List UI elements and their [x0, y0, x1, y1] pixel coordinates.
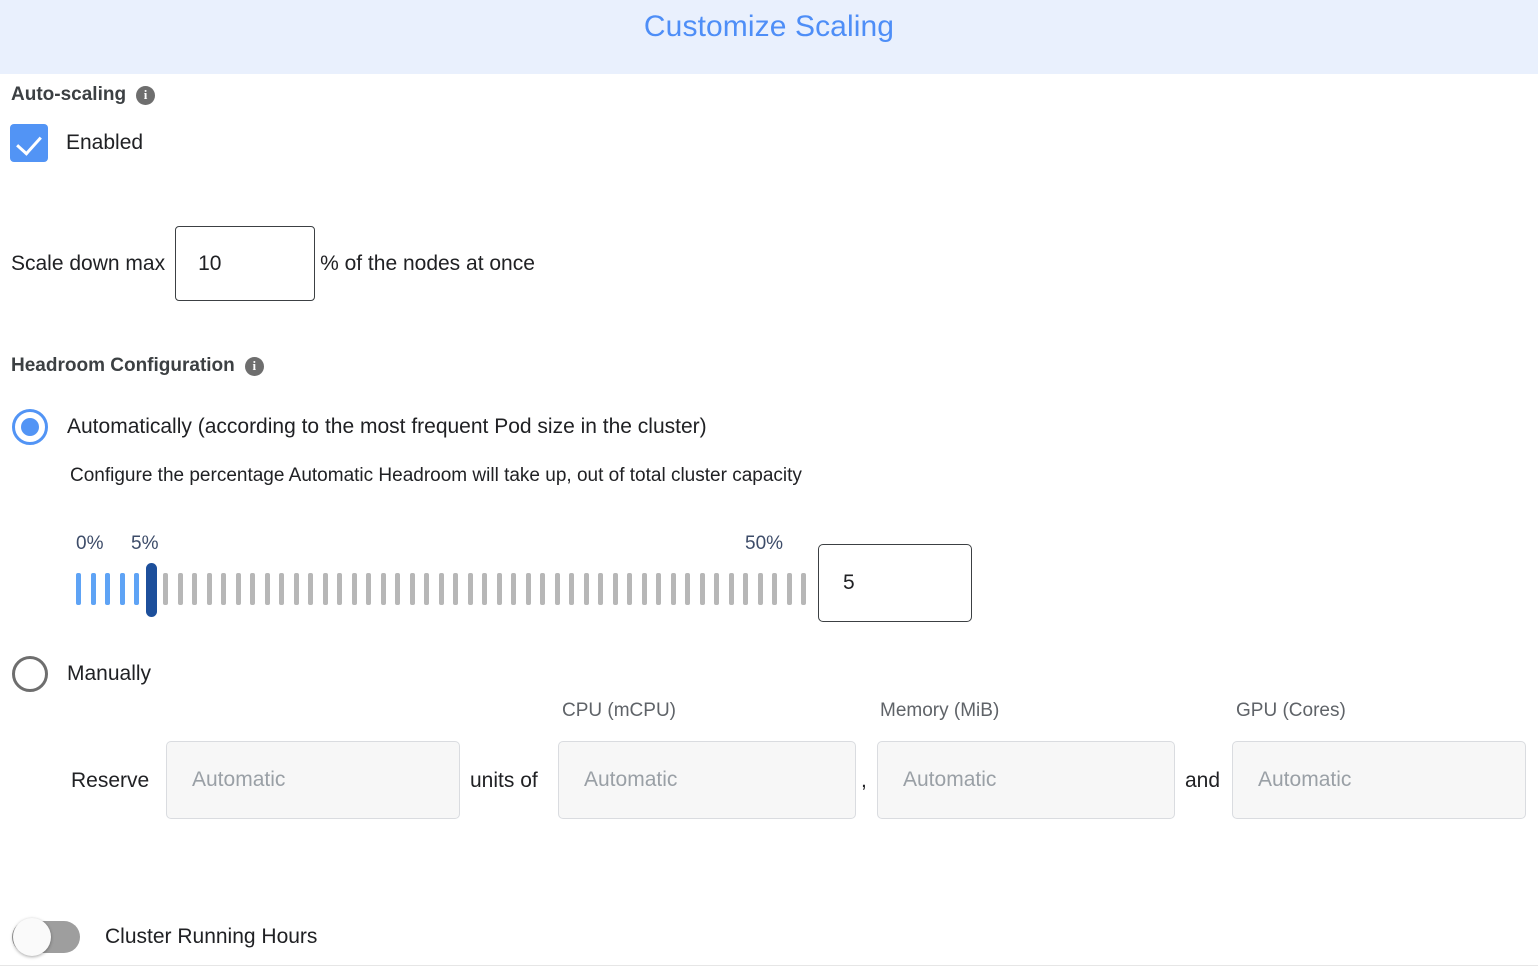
slider-tick[interactable] — [409, 573, 415, 605]
slider-tick[interactable] — [772, 573, 777, 605]
slider-tick[interactable] — [134, 573, 139, 605]
headroom-option-manually[interactable]: Manually — [12, 656, 151, 692]
slider-tick[interactable] — [322, 573, 328, 605]
slider-tick[interactable] — [714, 573, 719, 605]
info-icon[interactable]: i — [136, 85, 156, 105]
slider-tick[interactable] — [177, 573, 183, 605]
headroom-option-automatically[interactable]: Automatically (according to the most fre… — [12, 409, 707, 445]
slider-tick[interactable] — [743, 573, 748, 605]
slider-tick[interactable] — [757, 573, 763, 605]
reserve-units-input[interactable]: Automatic — [166, 741, 460, 819]
toggle-knob — [13, 918, 51, 956]
slider-tick[interactable] — [786, 573, 792, 605]
slider-tick[interactable] — [583, 573, 589, 605]
headroom-automatically-description: Configure the percentage Automatic Headr… — [70, 465, 802, 486]
scale-down-max-input[interactable]: 10 — [175, 226, 316, 301]
slider-tick[interactable] — [90, 573, 96, 605]
page-title: Customize Scaling — [643, 10, 895, 43]
slider-tick[interactable] — [453, 573, 458, 605]
slider-tick[interactable] — [351, 573, 357, 605]
slider-tick[interactable] — [467, 573, 473, 605]
memory-column-label: Memory (MiB) — [880, 700, 1000, 721]
slider-tick[interactable] — [685, 573, 690, 605]
slider-max-label: 50% — [745, 533, 784, 554]
info-icon[interactable]: i — [244, 356, 264, 376]
slider-tick[interactable] — [641, 573, 647, 605]
slider-tick[interactable] — [511, 573, 516, 605]
slider-tick[interactable] — [264, 573, 270, 605]
slider-tick[interactable] — [163, 573, 168, 605]
cluster-running-hours-label: Cluster Running Hours — [105, 925, 318, 948]
auto-scaling-enabled-checkbox[interactable] — [10, 124, 48, 162]
slider-tick[interactable] — [525, 573, 531, 605]
auto-scaling-label: Auto-scaling — [11, 84, 127, 105]
slider-tick[interactable] — [206, 573, 212, 605]
scale-down-max-label: Scale down max — [11, 251, 166, 275]
cluster-running-hours-row[interactable]: Cluster Running Hours — [12, 918, 318, 956]
slider-tick[interactable] — [670, 573, 676, 605]
slider-tick[interactable] — [221, 573, 226, 605]
gpu-column-label: GPU (Cores) — [1236, 700, 1346, 721]
slider-tick[interactable] — [612, 573, 618, 605]
scale-down-max-suffix: % of the nodes at once — [320, 251, 535, 275]
slider-tick[interactable] — [366, 573, 371, 605]
slider-tick[interactable] — [482, 573, 487, 605]
slider-tick[interactable] — [598, 573, 603, 605]
bottom-divider — [0, 965, 1538, 966]
radio-automatically-label: Automatically (according to the most fre… — [67, 415, 707, 438]
slider-tick[interactable] — [656, 573, 661, 605]
slider-tick[interactable] — [699, 573, 705, 605]
and-label: and — [1185, 769, 1221, 792]
dialog-header: Customize Scaling — [0, 0, 1538, 74]
units-of-label: units of — [470, 769, 538, 792]
slider-tick[interactable] — [76, 573, 81, 605]
radio-manually-label: Manually — [67, 662, 152, 685]
reserve-gpu-input[interactable]: Automatic — [1232, 741, 1526, 819]
slider-tick[interactable] — [496, 573, 502, 605]
slider-thumb[interactable] — [145, 563, 157, 617]
slider-tick[interactable] — [119, 573, 125, 605]
headroom-percentage-input[interactable]: 5 — [818, 544, 972, 622]
slider-current-label: 5% — [131, 533, 159, 554]
slider-tick[interactable] — [192, 573, 197, 605]
slider-tick[interactable] — [395, 573, 400, 605]
slider-tick[interactable] — [424, 573, 429, 605]
slider-tick[interactable] — [337, 573, 342, 605]
auto-scaling-enabled-label: Enabled — [66, 131, 144, 154]
slider-tick[interactable] — [438, 573, 444, 605]
slider-min-label: 0% — [76, 533, 104, 554]
slider-tick[interactable] — [235, 573, 241, 605]
radio-manually[interactable] — [12, 656, 48, 692]
slider-tick[interactable] — [627, 573, 632, 605]
slider-track[interactable] — [76, 563, 806, 617]
headroom-percentage-slider[interactable]: 0% 5% 50% — [76, 533, 806, 617]
scale-down-max-row: Scale down max 10 % of the nodes at once — [11, 226, 535, 301]
comma-separator: , — [861, 769, 867, 792]
slider-tick[interactable] — [540, 573, 545, 605]
reserve-memory-input[interactable]: Automatic — [877, 741, 1175, 819]
headroom-configuration-section-header: Headroom Configuration i — [11, 355, 264, 377]
slider-tick[interactable] — [250, 573, 255, 605]
slider-tick[interactable] — [308, 573, 313, 605]
slider-tick[interactable] — [569, 573, 574, 605]
slider-tick[interactable] — [380, 573, 386, 605]
radio-automatically[interactable] — [12, 409, 48, 445]
slider-tick[interactable] — [279, 573, 284, 605]
slider-labels: 0% 5% 50% — [76, 533, 806, 561]
reserve-cpu-input[interactable]: Automatic — [558, 741, 856, 819]
slider-tick[interactable] — [801, 573, 806, 605]
cpu-column-label: CPU (mCPU) — [562, 700, 676, 721]
slider-tick[interactable] — [105, 573, 110, 605]
reserve-label: Reserve — [71, 769, 150, 792]
auto-scaling-enabled-row[interactable]: Enabled — [10, 124, 143, 162]
auto-scaling-section-header: Auto-scaling i — [11, 84, 156, 106]
slider-tick[interactable] — [554, 573, 560, 605]
cluster-running-hours-toggle[interactable] — [12, 918, 80, 956]
slider-tick[interactable] — [728, 573, 734, 605]
headroom-configuration-label: Headroom Configuration — [11, 355, 235, 376]
slider-tick[interactable] — [293, 573, 299, 605]
